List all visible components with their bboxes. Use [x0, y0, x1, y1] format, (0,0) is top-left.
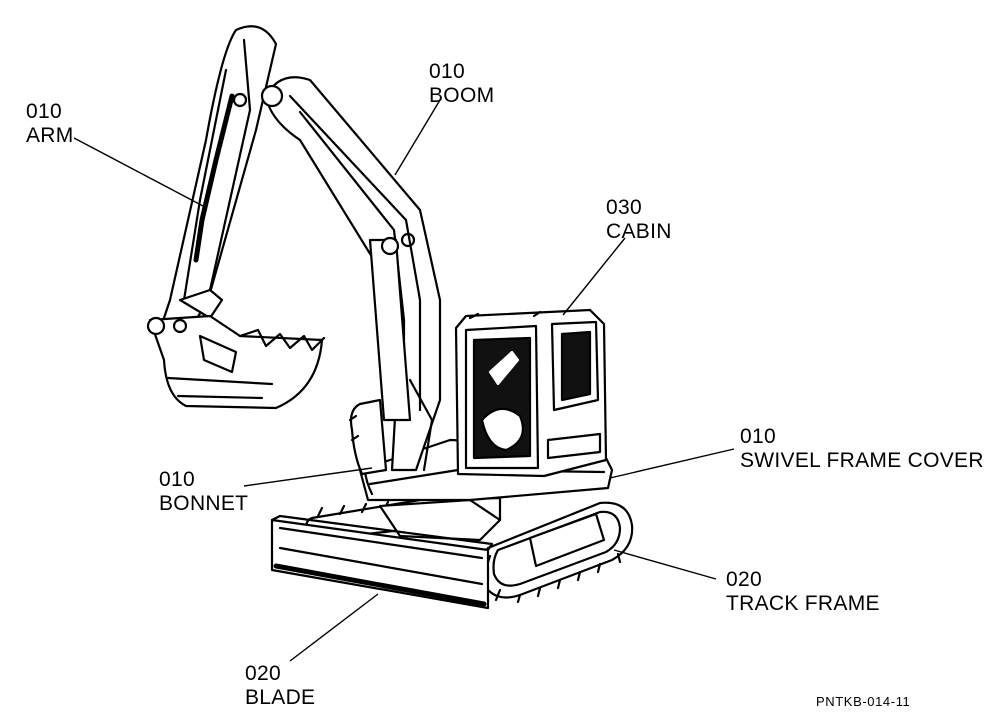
callout-arm: 010 ARM — [26, 100, 74, 148]
callout-cabin: 030 CABIN — [606, 196, 672, 244]
callout-swivel-frame-cover: 010 SWIVEL FRAME COVER — [740, 425, 984, 473]
callout-arm-code: 010 — [26, 100, 62, 123]
blade-drawing — [270, 514, 494, 610]
callout-arm-name: ARM — [26, 124, 74, 147]
callout-boom-code: 010 — [429, 60, 465, 83]
boom-drawing — [264, 76, 442, 472]
cabin-drawing — [454, 308, 608, 478]
callout-blade: 020 BLADE — [245, 662, 315, 710]
document-id: PNTKB-014-11 — [816, 694, 911, 709]
callout-bonnet: 010 BONNET — [159, 468, 248, 516]
callout-track-frame: 020 TRACK FRAME — [726, 568, 880, 616]
callout-blade-code: 020 — [245, 662, 281, 685]
callout-bonnet-name: BONNET — [159, 492, 249, 515]
bucket-drawing — [146, 314, 326, 410]
callout-track-frame-code: 020 — [726, 568, 762, 591]
callout-swivel-frame-cover-name: SWIVEL FRAME COVER — [740, 449, 984, 472]
callout-cabin-name: CABIN — [606, 220, 672, 243]
callout-bonnet-code: 010 — [159, 468, 195, 491]
callout-swivel-frame-cover-code: 010 — [740, 425, 776, 448]
callout-track-frame-name: TRACK FRAME — [726, 592, 880, 615]
callout-cabin-code: 030 — [606, 196, 642, 219]
leader-lines — [73, 99, 735, 662]
arm-drawing — [158, 25, 284, 332]
callout-boom: 010 BOOM — [429, 60, 494, 108]
callout-blade-name: BLADE — [245, 686, 316, 709]
callout-boom-name: BOOM — [429, 84, 495, 107]
